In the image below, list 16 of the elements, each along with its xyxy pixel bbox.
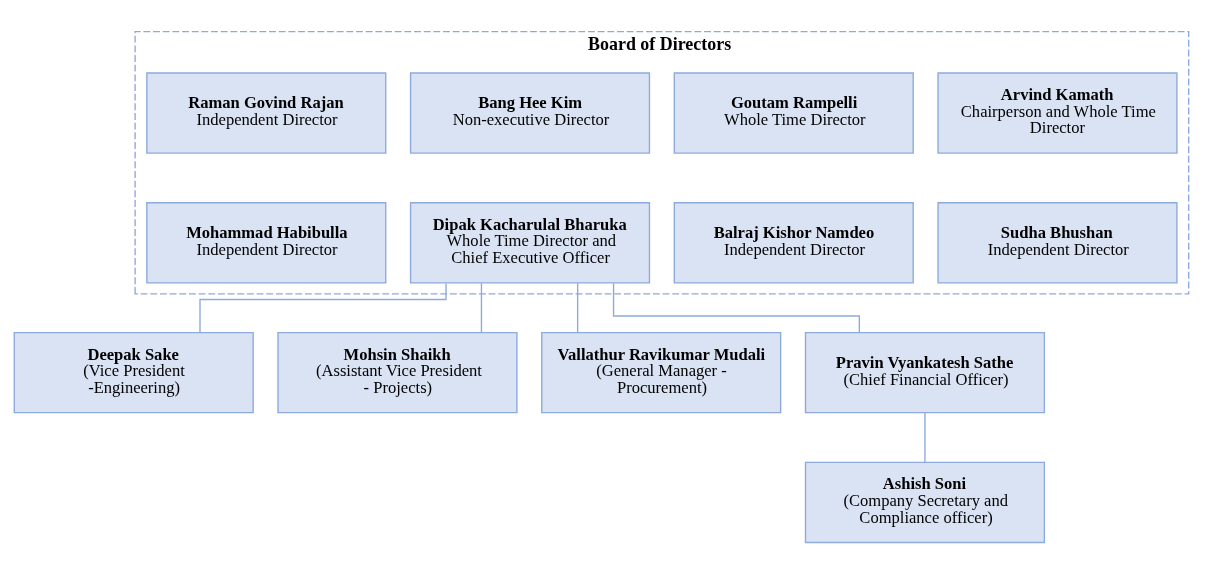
node-box: Dipak Kacharulal Bharuka Whole Time Director and Chief Executive Officer	[409, 202, 651, 284]
node-box: Mohammad Habibulla Independent Director	[146, 202, 387, 284]
node-box: Pravin Vyankatesh Sathe (Chief Financial Officer)	[804, 331, 1046, 414]
node-box: Deepak Sake (Vice President -Engineering)	[13, 331, 254, 414]
node-box: Balraj Kishor Namdeo Independent Director	[673, 202, 914, 284]
node-box: Ashish Soni (Company Secretary and Compliance officer)	[804, 461, 1046, 544]
node-box: Raman Govind Rajan Independent Director	[146, 72, 387, 154]
connector	[924, 412, 926, 463]
connector	[480, 282, 483, 333]
node-box: Sudha Bhushan Independent Director	[937, 202, 1178, 284]
node-box: Vallathur Ravikumar Mudali (General Manager - Procurement)	[541, 331, 782, 414]
node-box: Mohsin Shaikh (Assistant Vice President - Projects)	[277, 331, 518, 414]
node-box: Goutam Rampelli Whole Time Director	[673, 72, 914, 154]
node-box: Bang Hee Kim Non-executive Director	[409, 72, 651, 154]
node-box: Arvind Kamath Chairperson and Whole Time Director	[937, 72, 1178, 154]
connector	[576, 282, 579, 333]
